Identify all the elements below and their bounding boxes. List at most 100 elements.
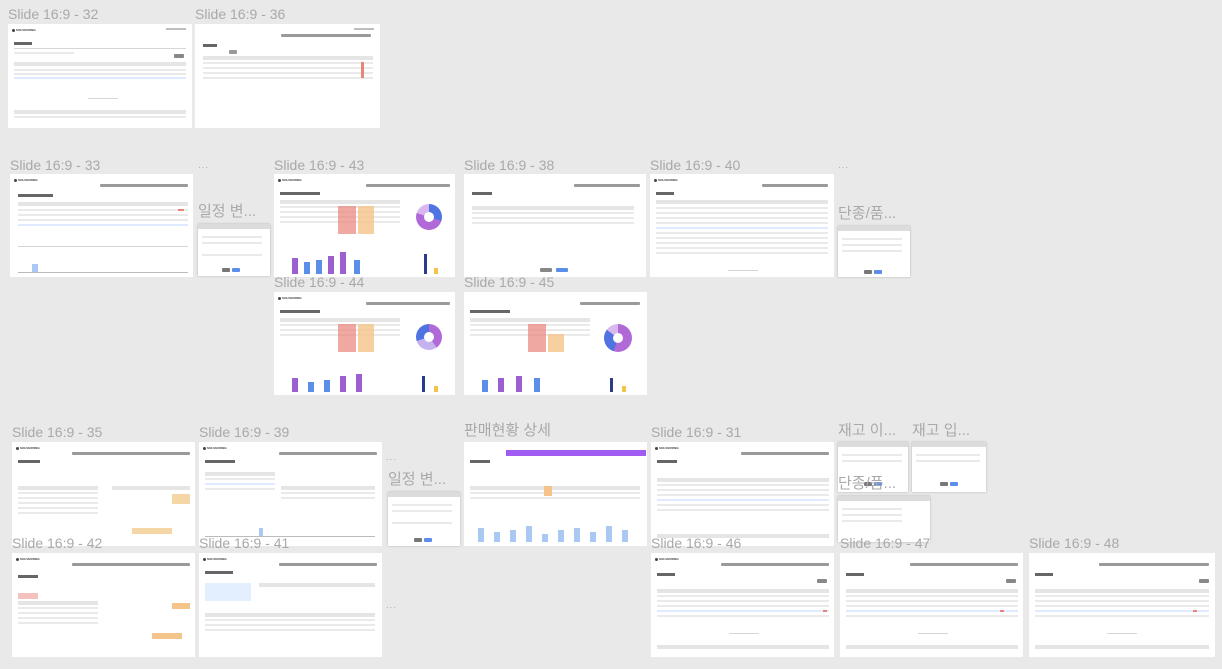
popup-label-sched1[interactable]: 일정 변...: [198, 203, 257, 220]
table-row[interactable]: [18, 209, 188, 211]
date-strip[interactable]: [506, 450, 646, 456]
search-button[interactable]: [817, 579, 827, 583]
nav-menu[interactable]: [279, 452, 377, 455]
pagination[interactable]: [728, 270, 758, 271]
table-row[interactable]: [656, 242, 828, 244]
table-row[interactable]: [657, 494, 829, 496]
delete-icon[interactable]: [1193, 610, 1197, 612]
table-row[interactable]: [18, 612, 98, 614]
table-row[interactable]: [657, 484, 829, 486]
detail-row[interactable]: [205, 624, 375, 626]
table-row[interactable]: [18, 497, 98, 499]
slide-frame-46[interactable]: SOLVERONG: [651, 553, 834, 657]
cancel-button[interactable]: [540, 268, 552, 272]
nav-menu[interactable]: [72, 563, 190, 566]
slide-frame-33[interactable]: SOLVERONG: [10, 174, 193, 277]
nav-menu[interactable]: [721, 563, 829, 566]
popup-label-sched2[interactable]: 일정 변...: [388, 471, 447, 488]
slide-frame-39[interactable]: SOLVERONG: [199, 442, 382, 546]
nav-menu[interactable]: [100, 184, 188, 187]
nav-menu[interactable]: [574, 184, 640, 187]
popup-stock-in[interactable]: [912, 442, 986, 492]
table-row[interactable]: [1035, 595, 1209, 597]
table-row[interactable]: [203, 77, 373, 79]
slide-frame-36[interactable]: [195, 24, 380, 128]
pagination[interactable]: [729, 633, 759, 634]
table-row[interactable]: [657, 504, 829, 506]
nav-menu[interactable]: [1099, 563, 1209, 566]
table-row[interactable]: [657, 605, 829, 607]
table-row[interactable]: [656, 232, 828, 234]
nav-menu[interactable]: [72, 452, 190, 455]
table-row[interactable]: [472, 217, 634, 219]
slide-frame-38[interactable]: [464, 174, 646, 277]
nav-menu[interactable]: [741, 452, 829, 455]
frame-label-f48[interactable]: Slide 16:9 - 48: [1029, 535, 1120, 551]
slide-frame-43[interactable]: SOLVERONG: [274, 174, 455, 277]
more-dots[interactable]: ···: [838, 163, 849, 172]
table-row[interactable]: [472, 222, 634, 224]
table-row[interactable]: [18, 622, 98, 624]
table-row[interactable]: [203, 67, 373, 69]
frame-label-f38[interactable]: Slide 16:9 - 38: [464, 157, 555, 173]
table-row[interactable]: [14, 69, 186, 71]
table-row[interactable]: [846, 595, 1018, 597]
table-row[interactable]: [1035, 600, 1209, 602]
table-row[interactable]: [1035, 605, 1209, 607]
frame-label-f35[interactable]: Slide 16:9 - 35: [12, 424, 103, 440]
frame-label-f45[interactable]: Slide 16:9 - 45: [464, 274, 555, 290]
delete-icons[interactable]: [361, 62, 364, 78]
pagination[interactable]: [1107, 633, 1137, 634]
table-row[interactable]: [656, 217, 828, 219]
more-dots[interactable]: ···: [386, 603, 397, 612]
table-row[interactable]: [18, 492, 98, 494]
nav-menu[interactable]: [279, 563, 377, 566]
save-button[interactable]: [424, 538, 432, 542]
detail-row[interactable]: [205, 619, 375, 621]
frame-label-f43[interactable]: Slide 16:9 - 43: [274, 157, 365, 173]
table-row[interactable]: [470, 497, 640, 499]
table-row[interactable]: [846, 600, 1018, 602]
frame-label-f40[interactable]: Slide 16:9 - 40: [650, 157, 741, 173]
search-button[interactable]: [1006, 579, 1016, 583]
table-row[interactable]: [203, 62, 373, 64]
table-row-selected[interactable]: [18, 224, 188, 226]
frame-label-f32[interactable]: Slide 16:9 - 32: [8, 6, 99, 22]
more-dots[interactable]: ···: [198, 163, 209, 172]
table-row[interactable]: [657, 615, 829, 617]
frame-label-f46[interactable]: Slide 16:9 - 46: [651, 535, 742, 551]
table-row[interactable]: [1035, 615, 1209, 617]
popup-stock-move[interactable]: [838, 442, 908, 492]
more-dots[interactable]: ···: [386, 455, 397, 464]
table-row[interactable]: [656, 207, 828, 209]
table-row[interactable]: [472, 212, 634, 214]
slide-frame-45[interactable]: [464, 292, 647, 395]
popup-disc1[interactable]: [838, 226, 910, 277]
save-button[interactable]: [232, 268, 240, 272]
table-row[interactable]: [656, 237, 828, 239]
delete-icon[interactable]: [823, 610, 827, 612]
table-row-selected[interactable]: [14, 77, 186, 79]
popup-label-disc2[interactable]: 단종/품...: [838, 475, 897, 492]
popup-label-disc1[interactable]: 단종/품...: [838, 205, 897, 222]
cancel-button[interactable]: [864, 482, 872, 486]
detail-row[interactable]: [205, 629, 375, 631]
table-row[interactable]: [656, 247, 828, 249]
table-row[interactable]: [18, 507, 98, 509]
nav-menu[interactable]: [366, 302, 450, 305]
table-row[interactable]: [18, 502, 98, 504]
frame-label-f44[interactable]: Slide 16:9 - 44: [274, 274, 365, 290]
save-button[interactable]: [950, 482, 958, 486]
delete-icon[interactable]: [1000, 610, 1004, 612]
save-button[interactable]: [874, 482, 882, 486]
search-button[interactable]: [174, 54, 184, 58]
slide-frame-32[interactable]: SOLVERONG: [8, 24, 192, 128]
slide-frame-42[interactable]: SOLVERONG: [12, 553, 195, 657]
table-row[interactable]: [18, 617, 98, 619]
table-row[interactable]: [657, 595, 829, 597]
frame-label-f31[interactable]: Slide 16:9 - 31: [651, 424, 742, 440]
table-row[interactable]: [846, 615, 1018, 617]
popup-sched1[interactable]: [198, 224, 270, 276]
table-row[interactable]: [205, 478, 275, 480]
popup-disc2[interactable]: [838, 496, 930, 542]
